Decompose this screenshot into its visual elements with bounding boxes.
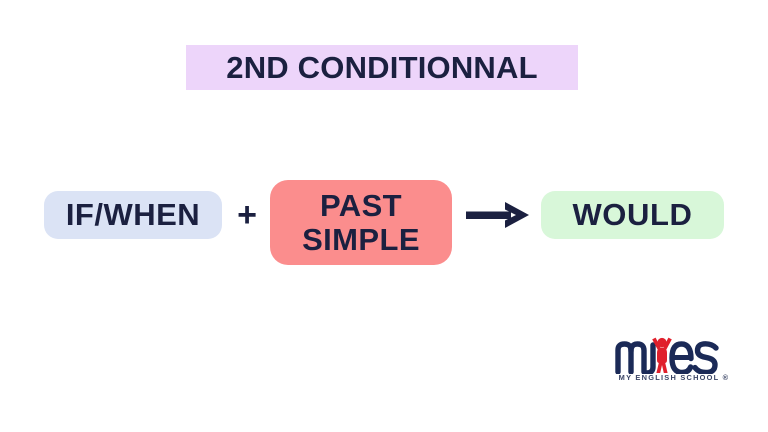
condition-chip-label: IF/WHEN bbox=[65, 197, 201, 233]
result-chip-label: WOULD bbox=[572, 197, 693, 233]
tense-chip-line2: SIMPLE bbox=[302, 221, 420, 257]
logo-wordmark-icon bbox=[612, 336, 734, 374]
page-title: 2ND CONDITIONNAL bbox=[226, 50, 538, 85]
plus-icon: + bbox=[237, 196, 257, 234]
formula-row: IF/WHEN + PAST SIMPLE WOULD bbox=[0, 168, 768, 278]
logo-tagline: MY ENGLISH SCHOOL ® bbox=[618, 373, 730, 382]
tense-chip-label: PAST SIMPLE bbox=[302, 189, 420, 256]
brand-logo: MY ENGLISH SCHOOL ® bbox=[612, 336, 734, 392]
condition-chip: IF/WHEN bbox=[44, 191, 222, 239]
result-chip: WOULD bbox=[541, 191, 724, 239]
title-band: 2ND CONDITIONNAL bbox=[186, 45, 578, 90]
tense-chip: PAST SIMPLE bbox=[270, 180, 452, 265]
arrow-right-icon bbox=[466, 200, 532, 230]
tense-chip-line1: PAST bbox=[320, 188, 402, 224]
